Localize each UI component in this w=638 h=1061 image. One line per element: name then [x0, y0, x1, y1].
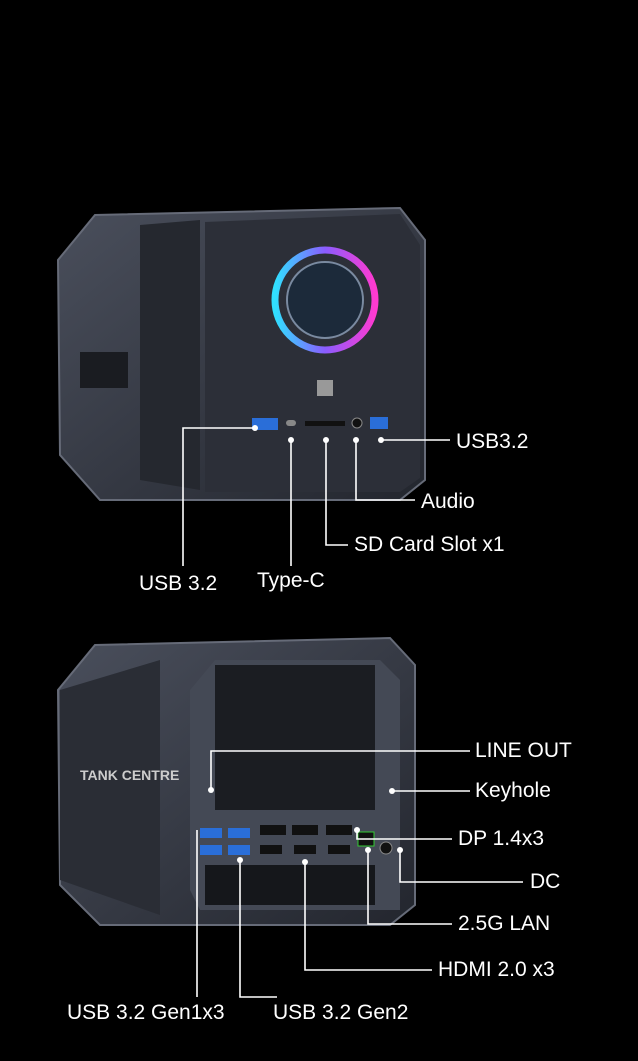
- label-lan: 2.5G LAN: [458, 912, 551, 935]
- label-dp: DP 1.4x3: [458, 827, 544, 850]
- rear-device: TANK CENTRE: [56, 636, 416, 926]
- label-line-out: LINE OUT: [475, 739, 572, 762]
- callout-dots: [208, 425, 403, 865]
- knob: [286, 261, 364, 339]
- label-hdmi: HDMI 2.0 x3: [438, 958, 555, 981]
- label-keyhole: Keyhole: [475, 779, 551, 802]
- callout-lines: [182, 427, 523, 998]
- label-dc: DC: [530, 870, 561, 893]
- rgb-ring: [271, 246, 379, 354]
- label-audio: Audio: [421, 490, 475, 513]
- label-sd-card: SD Card Slot x1: [354, 533, 505, 556]
- label-usb32-right: USB3.2: [456, 430, 529, 453]
- front-device: [56, 206, 426, 501]
- label-type-c: Type-C: [257, 569, 325, 592]
- rear-logo: TANK CENTRE: [80, 767, 179, 783]
- label-usb-gen2: USB 3.2 Gen2: [273, 1001, 409, 1024]
- label-usb-gen1: USB 3.2 Gen1x3: [67, 1001, 225, 1024]
- label-usb32-left: USB 3.2: [139, 572, 218, 595]
